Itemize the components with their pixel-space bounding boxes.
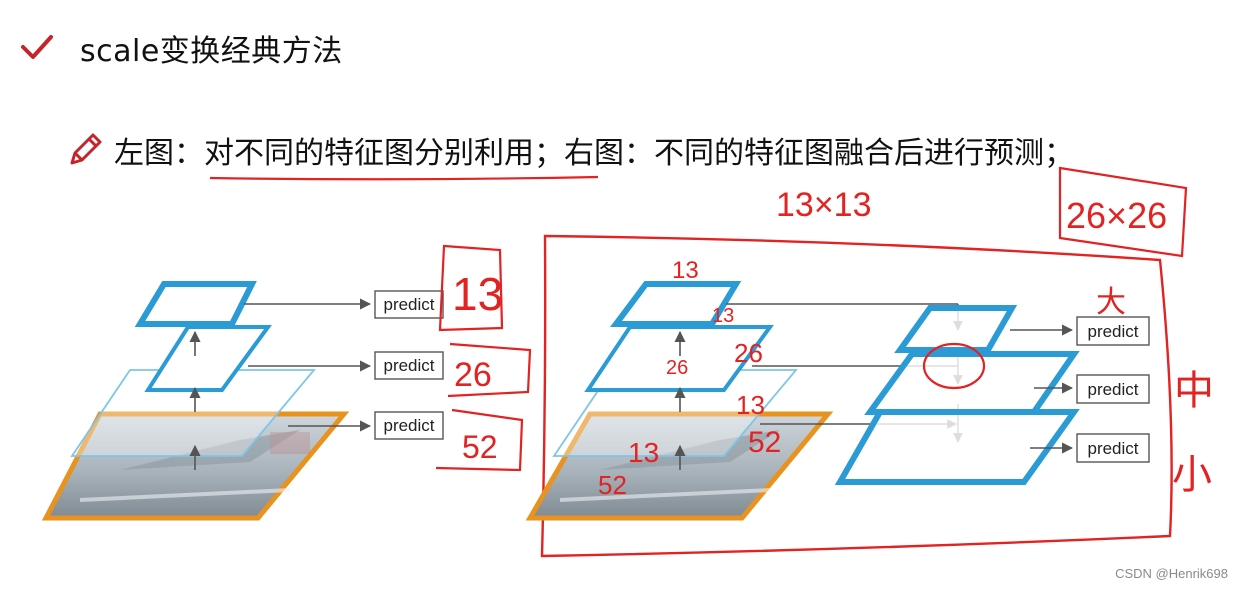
hand-26-left: 26: [454, 356, 492, 394]
svg-text:predict: predict: [383, 416, 434, 435]
left-description: 对不同的特征图分别利用: [204, 136, 534, 171]
left-layer-26: [144, 325, 272, 392]
svg-text:predict: predict: [1087, 439, 1138, 458]
left-pyramid: [41, 281, 372, 521]
box-26: [447, 342, 532, 398]
underline-stroke: [209, 175, 599, 181]
right-label: 右图：: [564, 136, 654, 171]
hand-26-a: 26: [666, 357, 688, 379]
hand-26-b: 26: [734, 338, 763, 368]
fusion-layer-big: [834, 409, 1080, 485]
left-predict-top: predict: [374, 290, 444, 319]
left-predict-boxes: predict predict predict: [374, 290, 444, 440]
hand-big: 大: [1096, 286, 1126, 319]
right-predict-mid: predict: [1076, 374, 1150, 404]
left-predict-mid: predict: [374, 351, 444, 380]
left-layer-13: [134, 281, 257, 327]
right-layer-13: [610, 281, 742, 327]
right-predict-boxes: predict predict predict: [1076, 316, 1150, 463]
right-description: 不同的特征图融合后进行预测: [654, 136, 1044, 171]
box-26x26: [1058, 166, 1188, 258]
left-layer-52: [70, 369, 316, 457]
right-predict-top: predict: [1076, 316, 1150, 346]
hand-52-left: 52: [462, 429, 498, 465]
right-predict-bot: predict: [1076, 433, 1150, 463]
hand-medium: 中: [1174, 369, 1214, 413]
hand-13-left: 13: [452, 268, 503, 320]
right-pyramid: [525, 281, 1080, 521]
description-row: 左图：对不同的特征图分别利用；右图：不同的特征图融合后进行预测；: [66, 128, 1074, 172]
pencil-icon: [70, 133, 102, 165]
hand-13-c: 13: [736, 390, 765, 420]
hand-26x26: 26×26: [1066, 195, 1167, 236]
box-13: [438, 244, 504, 332]
hand-13-top: 13: [672, 257, 699, 284]
svg-text:predict: predict: [383, 295, 434, 314]
hand-13x13: 13×13: [776, 186, 872, 224]
svg-text:predict: predict: [1087, 380, 1138, 399]
left-label: 左图：: [114, 136, 204, 171]
box-52: [435, 408, 524, 472]
left-hand-annotations: [435, 244, 532, 472]
check-icon: [21, 35, 53, 59]
circle-mark: [922, 342, 986, 390]
svg-text:predict: predict: [383, 356, 434, 375]
hand-13-sub: 13: [712, 305, 734, 327]
right-layer-26: [584, 325, 774, 392]
hand-small: 小: [1172, 453, 1212, 497]
end-punctuation: ；: [1044, 136, 1074, 171]
fusion-layer-small: [894, 305, 1018, 353]
page-title: scale变换经典方法: [80, 34, 343, 69]
watermark: CSDN @Henrik698: [1115, 566, 1228, 581]
hand-13-d: 13: [628, 437, 659, 468]
hand-52-a: 52: [748, 426, 781, 459]
title-row: scale变换经典方法: [20, 26, 343, 70]
left-predict-bot: predict: [374, 411, 444, 440]
hand-52-b: 52: [598, 470, 627, 500]
svg-text:predict: predict: [1087, 322, 1138, 341]
separator: ；: [534, 136, 564, 171]
